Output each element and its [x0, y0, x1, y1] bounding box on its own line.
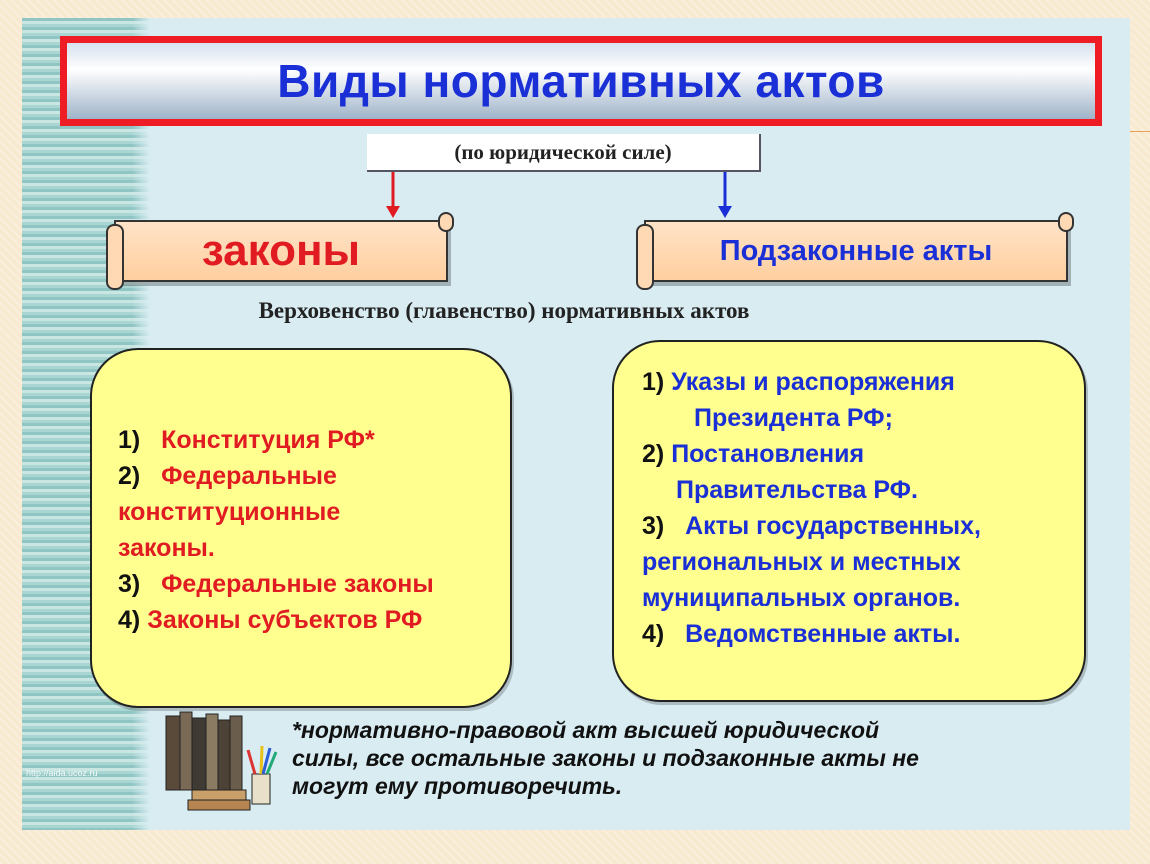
title-panel: Виды нормативных актов — [67, 43, 1095, 119]
list-item: муниципальных органов. — [642, 584, 961, 612]
arrow-to-laws — [386, 172, 400, 218]
list-item: 3) Акты государственных, — [642, 512, 981, 540]
scroll-curl-left — [106, 224, 124, 290]
watermark-url: http://aida.ucoz.ru — [26, 768, 98, 778]
list-item: 2) Постановления — [642, 440, 865, 468]
sublaws-list-box: 1) Указы и распоряжения Президента РФ; 2… — [612, 340, 1086, 702]
list-item: 3) Федеральные законы — [118, 570, 434, 598]
list-item: региональных и местных — [642, 548, 961, 576]
title-frame: Виды нормативных актов — [60, 36, 1102, 126]
sublaws-label: Подзаконные акты — [719, 234, 993, 267]
footnote: *нормативно-правовой акт высшей юридичес… — [292, 716, 1092, 800]
arrow-to-sublaws — [718, 172, 732, 218]
list-item: 4) Ведомственные акты. — [642, 620, 961, 648]
list-item: законы. — [118, 534, 215, 562]
hierarchy-label: Верховенство (главенство) нормативных ак… — [258, 298, 750, 323]
classification-criterion: (по юридической силе) — [367, 134, 761, 172]
slide: Виды нормативных актов (по юридической с… — [22, 18, 1130, 830]
footnote-line: *нормативно-правовой акт высшей юридичес… — [292, 717, 880, 743]
laws-banner: законы — [106, 212, 454, 290]
footnote-line: могут ему противоречить. — [292, 773, 623, 799]
list-item: 1) Указы и распоряжения — [642, 368, 955, 396]
laws-label: законы — [201, 226, 361, 275]
sublaws-banner: Подзаконные акты — [636, 212, 1074, 290]
list-item: конституционные — [118, 498, 341, 526]
slide-title: Виды нормативных актов — [277, 55, 885, 107]
list-item: 1) Конституция РФ* — [118, 426, 375, 454]
scroll-curl-left — [636, 224, 654, 290]
scroll-curl-right — [438, 212, 454, 232]
scroll-curl-right — [1058, 212, 1074, 232]
list-item: 2) Федеральные — [118, 462, 337, 490]
hierarchy-heading: Верховенство (главенство) нормативных ак… — [22, 298, 1130, 324]
books-icon — [165, 711, 278, 811]
decorative-line — [1110, 131, 1150, 132]
list-item: Правительства РФ. — [676, 476, 918, 504]
list-item: 4) Законы субъектов РФ — [118, 606, 423, 634]
list-item: Президента РФ; — [694, 404, 893, 432]
laws-list-box: 1) Конституция РФ* 2) Федеральные консти… — [90, 348, 512, 708]
footnote-line: силы, все остальные законы и подзаконные… — [292, 745, 919, 771]
